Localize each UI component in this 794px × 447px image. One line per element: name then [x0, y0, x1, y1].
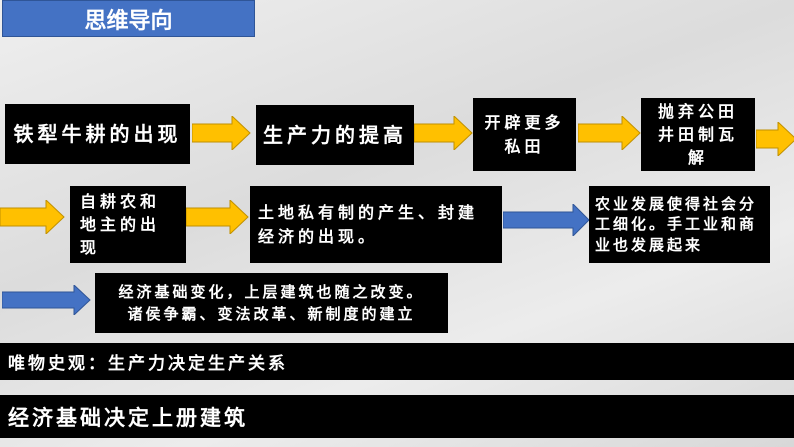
arrow-blue [2, 285, 91, 315]
banner-economic-base: 经济基础决定上册建筑 [0, 395, 794, 438]
arrow-yellow [578, 116, 641, 150]
superstructure-line-1: 经济基础变化，上层建筑也随之改变。 [118, 282, 425, 301]
arrow-yellow [0, 200, 65, 234]
superstructure-line-2: 诸侯争霸、变法改革、新制度的建立 [127, 305, 416, 323]
page-title: 思维导向 [2, 0, 255, 37]
box-private-fields: 开辟更多私田 [473, 98, 576, 171]
arrow-yellow [192, 116, 251, 150]
box-landlords: 自耕农和地主的出现 [70, 186, 186, 263]
box-iron-plough: 铁犁牛耕的出现 [5, 104, 190, 164]
arrow-yellow [756, 122, 794, 156]
box-superstructure: 经济基础变化，上层建筑也随之改变。 诸侯争霸、变法改革、新制度的建立 [95, 273, 448, 333]
arrow-yellow [414, 116, 473, 150]
box-well-field-collapse: 抛弃公田井田制瓦解 [641, 98, 755, 171]
box-division-of-labor: 农业发展使得社会分工细化。手工业和商业也发展起来 [589, 186, 770, 263]
arrow-yellow [186, 200, 249, 234]
box-productivity: 生产力的提高 [256, 105, 414, 165]
banner-historical-materialism: 唯物史观：生产力决定生产关系 [0, 343, 794, 380]
arrow-blue [503, 204, 590, 236]
box-private-land: 土地私有制的产生、封建经济的出现。 [250, 186, 502, 263]
